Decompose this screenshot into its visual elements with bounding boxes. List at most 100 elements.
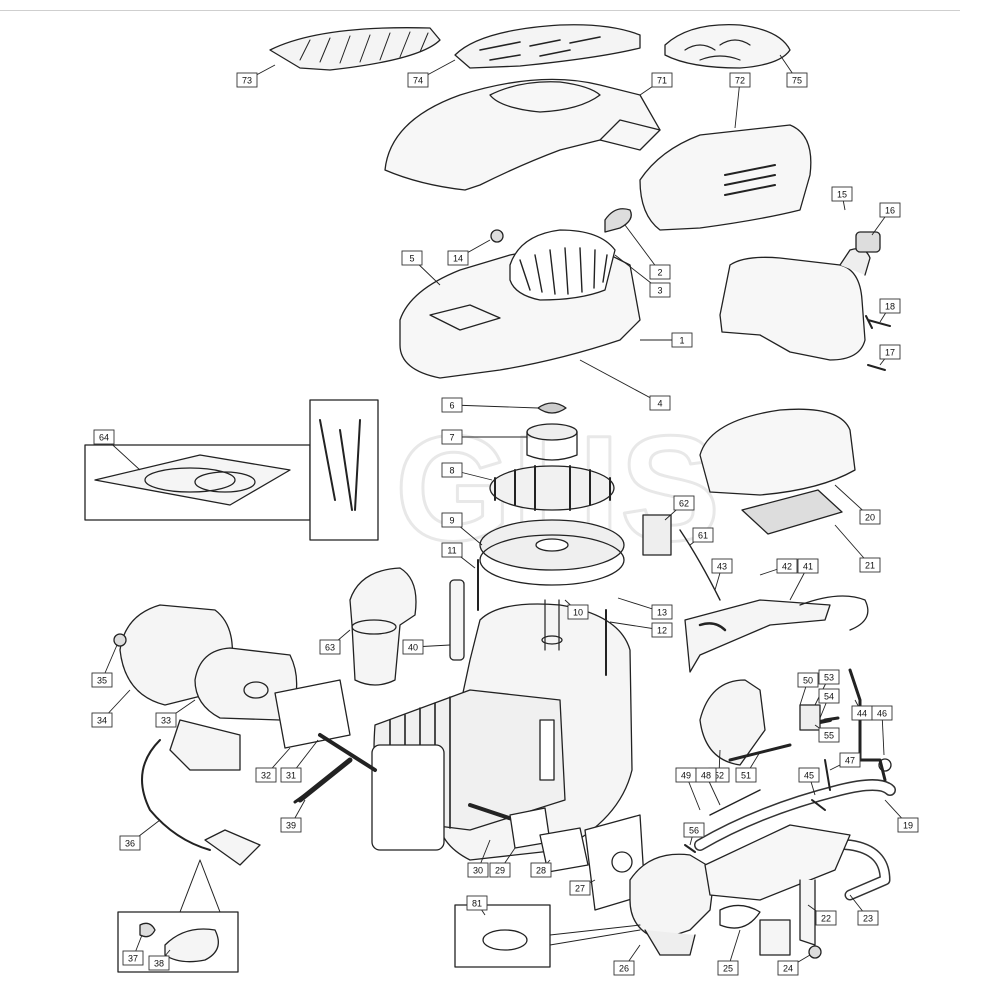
callout-number: 56 bbox=[689, 826, 699, 836]
cup-7 bbox=[526, 423, 578, 461]
callout-7: 7 bbox=[441, 429, 463, 445]
callout-73: 73 bbox=[236, 72, 258, 88]
callout-number: 25 bbox=[723, 964, 733, 974]
callout-number: 64 bbox=[99, 433, 109, 443]
callout-2: 2 bbox=[649, 264, 671, 280]
gasket-27-hole bbox=[611, 851, 633, 873]
pin-17 bbox=[867, 364, 886, 371]
callout-number: 15 bbox=[837, 190, 847, 200]
callout-72: 72 bbox=[729, 72, 751, 88]
gasket-kit-64 bbox=[84, 444, 311, 521]
tube-40 bbox=[449, 579, 465, 661]
top-grille-74 bbox=[454, 24, 641, 69]
nut-6 bbox=[537, 402, 567, 414]
callout-25: 25 bbox=[717, 960, 739, 976]
leader-36-box bbox=[179, 859, 221, 913]
callout-number: 31 bbox=[286, 771, 296, 781]
air-filter-element-21 bbox=[741, 489, 843, 535]
callout-40: 40 bbox=[402, 639, 424, 655]
callout-1: 1 bbox=[671, 332, 693, 348]
callout-47: 47 bbox=[839, 752, 861, 768]
callout-number: 63 bbox=[325, 643, 335, 653]
callout-number: 81 bbox=[472, 899, 482, 909]
callout-4: 4 bbox=[649, 395, 671, 411]
callout-23: 23 bbox=[857, 910, 879, 926]
callout-5: 5 bbox=[401, 250, 423, 266]
callout-number: 27 bbox=[575, 884, 585, 894]
callout-27: 27 bbox=[569, 880, 591, 896]
spring-37 bbox=[139, 922, 156, 938]
callout-leader-2 bbox=[624, 224, 661, 273]
gasket-28 bbox=[539, 827, 589, 873]
callout-3: 3 bbox=[649, 282, 671, 298]
callout-16: 16 bbox=[879, 202, 901, 218]
callout-number: 52 bbox=[714, 771, 724, 781]
callout-12: 12 bbox=[651, 622, 673, 638]
callout-number: 42 bbox=[782, 562, 792, 572]
callout-number: 46 bbox=[877, 709, 887, 719]
starter-housing-5 bbox=[399, 208, 641, 379]
nut-14 bbox=[490, 229, 504, 243]
callout-6: 6 bbox=[441, 397, 463, 413]
callout-18: 18 bbox=[879, 298, 901, 314]
callout-number: 17 bbox=[885, 348, 895, 358]
callout-number: 22 bbox=[821, 914, 831, 924]
callout-51: 51 bbox=[735, 767, 757, 783]
callout-53: 53 bbox=[818, 669, 840, 685]
callout-number: 2 bbox=[657, 268, 662, 278]
callout-49: 49 bbox=[675, 767, 697, 783]
callout-64: 64 bbox=[93, 429, 115, 445]
ignition-wire-61 bbox=[679, 529, 721, 601]
callout-number: 19 bbox=[903, 821, 913, 831]
callout-30: 30 bbox=[467, 862, 489, 878]
callout-42: 42 bbox=[776, 558, 798, 574]
callout-number: 55 bbox=[824, 731, 834, 741]
nut-35 bbox=[113, 633, 127, 647]
callout-number: 75 bbox=[792, 76, 802, 86]
flywheel-9 bbox=[479, 519, 625, 586]
callout-number: 24 bbox=[783, 964, 793, 974]
callout-9: 9 bbox=[441, 512, 463, 528]
callout-number: 5 bbox=[409, 254, 414, 264]
callout-31: 31 bbox=[280, 767, 302, 783]
clip-45 bbox=[811, 799, 826, 811]
valve-kit-box bbox=[309, 399, 379, 541]
callout-number: 6 bbox=[449, 401, 454, 411]
carb-kit-box-81 bbox=[454, 904, 551, 968]
callout-15: 15 bbox=[831, 186, 853, 202]
callout-number: 38 bbox=[154, 959, 164, 969]
callout-32: 32 bbox=[255, 767, 277, 783]
callout-number: 1 bbox=[679, 336, 684, 346]
callout-50: 50 bbox=[797, 672, 819, 688]
top-grille-73 bbox=[269, 27, 441, 71]
engine-cover-71 bbox=[384, 78, 661, 191]
callout-number: 51 bbox=[741, 771, 751, 781]
spark-plug-39 bbox=[293, 757, 353, 804]
callout-number: 40 bbox=[408, 643, 418, 653]
callout-26: 26 bbox=[613, 960, 635, 976]
callout-36: 36 bbox=[119, 835, 141, 851]
callout-number: 30 bbox=[473, 866, 483, 876]
callout-33: 33 bbox=[155, 712, 177, 728]
callout-number: 74 bbox=[413, 76, 423, 86]
leader-81 bbox=[549, 924, 641, 946]
callout-number: 12 bbox=[657, 626, 667, 636]
callout-number: 47 bbox=[845, 756, 855, 766]
callout-number: 35 bbox=[97, 676, 107, 686]
callout-leader-4 bbox=[579, 359, 661, 404]
callout-number: 14 bbox=[453, 254, 463, 264]
callout-number: 9 bbox=[449, 516, 454, 526]
callout-number: 73 bbox=[242, 76, 252, 86]
callout-28: 28 bbox=[530, 862, 552, 878]
ignition-module-62 bbox=[642, 514, 672, 556]
callout-number: 4 bbox=[657, 399, 662, 409]
callout-44: 44 bbox=[851, 705, 873, 721]
callout-34: 34 bbox=[91, 712, 113, 728]
callout-number: 8 bbox=[449, 466, 454, 476]
spring-48 bbox=[709, 789, 761, 816]
callout-48: 48 bbox=[695, 767, 717, 783]
rod-31 bbox=[318, 733, 377, 772]
callout-number: 72 bbox=[735, 76, 745, 86]
callout-8: 8 bbox=[441, 462, 463, 478]
